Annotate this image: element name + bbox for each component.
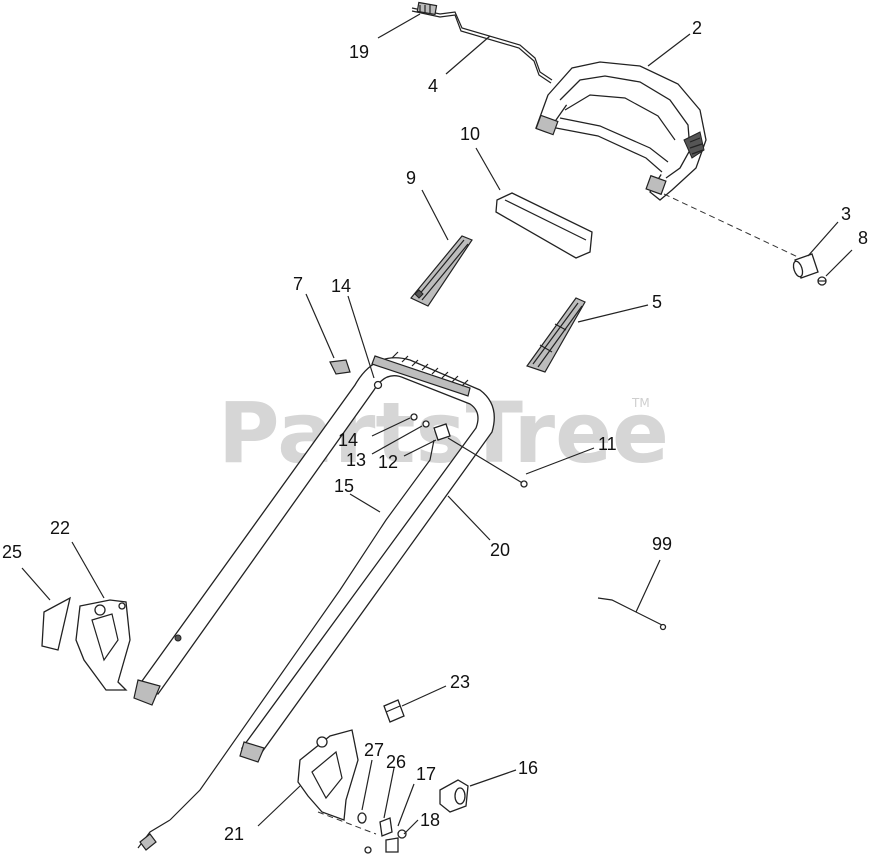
callout-18[interactable]: 18: [420, 810, 440, 830]
part-4-control-rod[interactable]: [411, 7, 553, 84]
part-7-clip[interactable]: [329, 359, 351, 375]
callout-99[interactable]: 99: [652, 534, 672, 554]
part-5-grip[interactable]: [526, 297, 586, 373]
callout-7[interactable]: 7: [293, 274, 303, 294]
callout-15[interactable]: 15: [334, 476, 354, 496]
part-11-bolt[interactable]: [447, 437, 528, 488]
callout-14-upper[interactable]: 14: [331, 276, 351, 296]
part-3-knob[interactable]: [792, 253, 819, 279]
leader-lines: [21, 13, 853, 835]
callout-16[interactable]: 16: [518, 758, 538, 778]
callout-14-lower[interactable]: 14: [338, 430, 358, 450]
part-22-bracket[interactable]: [75, 599, 131, 691]
callout-17[interactable]: 17: [416, 764, 436, 784]
callout-4[interactable]: 4: [428, 76, 438, 96]
part-14-screw-upper[interactable]: [373, 380, 383, 390]
part-16-knob[interactable]: [439, 779, 469, 813]
callout-12[interactable]: 12: [378, 452, 398, 472]
callout-19[interactable]: 19: [349, 42, 369, 62]
assembly-centerline: [663, 193, 801, 259]
callout-9[interactable]: 9: [406, 168, 416, 188]
part-13-washer[interactable]: [422, 420, 430, 428]
callout-2[interactable]: 2: [692, 18, 702, 38]
callout-5[interactable]: 5: [652, 292, 662, 312]
part-15-cable[interactable]: [137, 439, 435, 851]
part-25-decal[interactable]: [41, 596, 71, 651]
callout-22[interactable]: 22: [50, 518, 70, 538]
callout-3[interactable]: 3: [841, 204, 851, 224]
part-19-spring[interactable]: [416, 1, 438, 16]
part-8-screw[interactable]: [817, 276, 827, 286]
part-99-tie[interactable]: [597, 597, 667, 631]
part-18-bolt[interactable]: [364, 837, 399, 854]
part-12-bracket[interactable]: [433, 423, 451, 441]
part-27-washer[interactable]: [357, 812, 367, 824]
part-26-spacer[interactable]: [379, 817, 393, 837]
part-20-handle-tube[interactable]: [133, 351, 495, 763]
callout-labels: 19 4 2 10 9 3 8 7 14 5 14 13 12 11 15 20…: [2, 18, 868, 844]
callout-8[interactable]: 8: [858, 228, 868, 248]
callout-23[interactable]: 23: [450, 672, 470, 692]
part-21-bracket[interactable]: [297, 729, 377, 835]
part-14-screw-lower[interactable]: [410, 413, 418, 421]
watermark-trademark: TM: [631, 396, 650, 410]
part-17-nut[interactable]: [397, 829, 407, 839]
callout-21[interactable]: 21: [224, 824, 244, 844]
callout-26[interactable]: 26: [386, 752, 406, 772]
part-9-grip[interactable]: [410, 235, 473, 307]
part-2-upper-handle[interactable]: [535, 61, 707, 201]
callout-20[interactable]: 20: [490, 540, 510, 560]
callout-10[interactable]: 10: [460, 124, 480, 144]
part-10-insert[interactable]: [495, 192, 593, 259]
callout-13[interactable]: 13: [346, 450, 366, 470]
part-23-clip[interactable]: [383, 699, 405, 723]
callout-27[interactable]: 27: [364, 740, 384, 760]
callout-11[interactable]: 11: [598, 434, 617, 454]
callout-25[interactable]: 25: [2, 542, 22, 562]
